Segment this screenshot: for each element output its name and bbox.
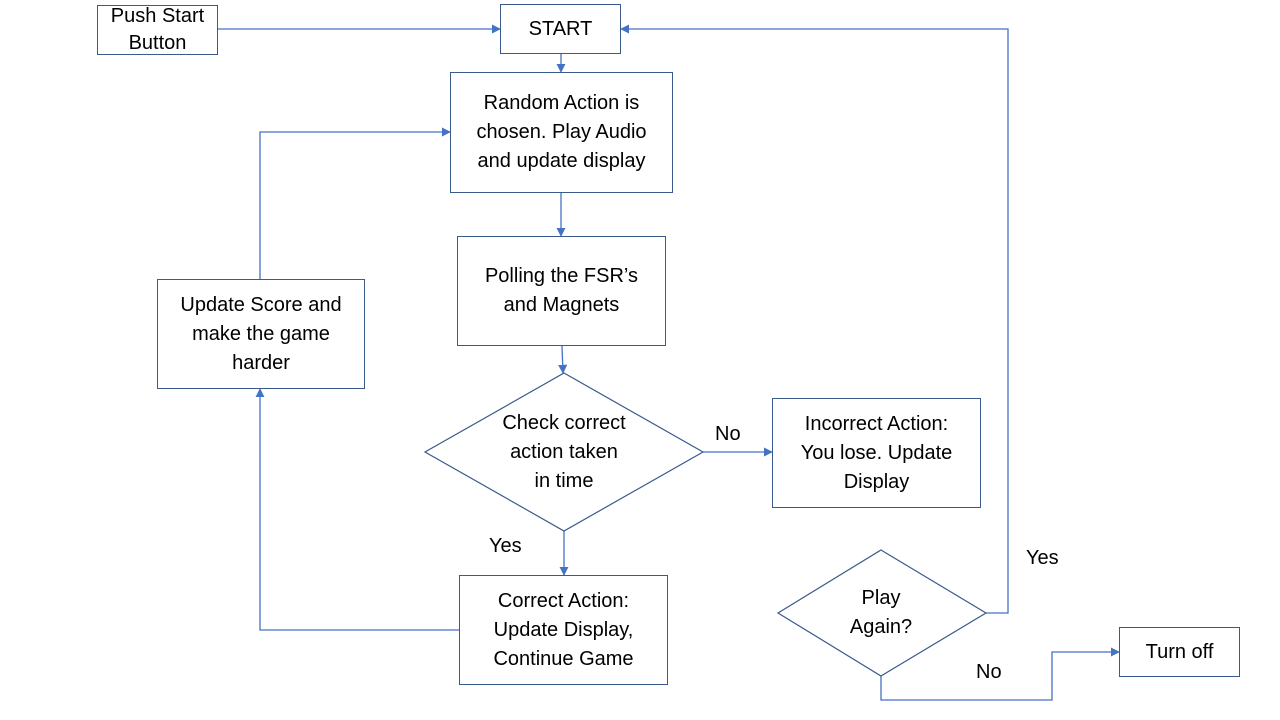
random-action-box: Random Action is chosen. Play Audio and … [450, 72, 673, 193]
connector-update-to-random [259, 127, 451, 279]
play-again-label-wrap: Play Again? [831, 583, 931, 643]
start-label: START [528, 17, 593, 40]
start-box: START [500, 4, 621, 54]
incorrect-action-label: Incorrect Action: You lose. Update Displ… [800, 412, 953, 493]
check-decision-label: Check correct action taken in time [502, 411, 626, 492]
update-score-label: Update Score and make the game harder [180, 293, 342, 374]
no-label-check: No [715, 423, 741, 445]
incorrect-action-box: Incorrect Action: You lose. Update Displ… [772, 398, 981, 508]
turn-off-label: Turn off [1145, 640, 1214, 663]
turn-off-box: Turn off [1119, 627, 1240, 677]
polling-label: Polling the FSR’s and Magnets [484, 265, 639, 316]
push-start-label: Push Start Button [110, 5, 205, 54]
push-start-button-box: Push Start Button [97, 5, 218, 55]
update-score-box: Update Score and make the game harder [157, 279, 365, 389]
yes-label-check: Yes [489, 535, 522, 557]
connector-playagain-no-to-turnoff [880, 647, 1120, 701]
yes-label-play-again: Yes [1026, 547, 1059, 569]
check-decision-label-wrap: Check correct action taken in time [494, 392, 634, 512]
connector-playagain-yes-to-start [620, 24, 1009, 614]
polling-box: Polling the FSR’s and Magnets [457, 236, 666, 346]
play-again-label: Play Again? [849, 587, 913, 638]
no-label-play-again: No [976, 661, 1002, 683]
check-decision-diamond [423, 372, 705, 532]
correct-action-box: Correct Action: Update Display, Continue… [459, 575, 668, 685]
connector-correct-to-update [255, 388, 459, 631]
play-again-decision-diamond [776, 549, 988, 677]
random-action-label: Random Action is chosen. Play Audio and … [476, 92, 647, 172]
correct-action-label: Correct Action: Update Display, Continue… [493, 589, 634, 670]
connector-polling-to-check [558, 345, 568, 374]
